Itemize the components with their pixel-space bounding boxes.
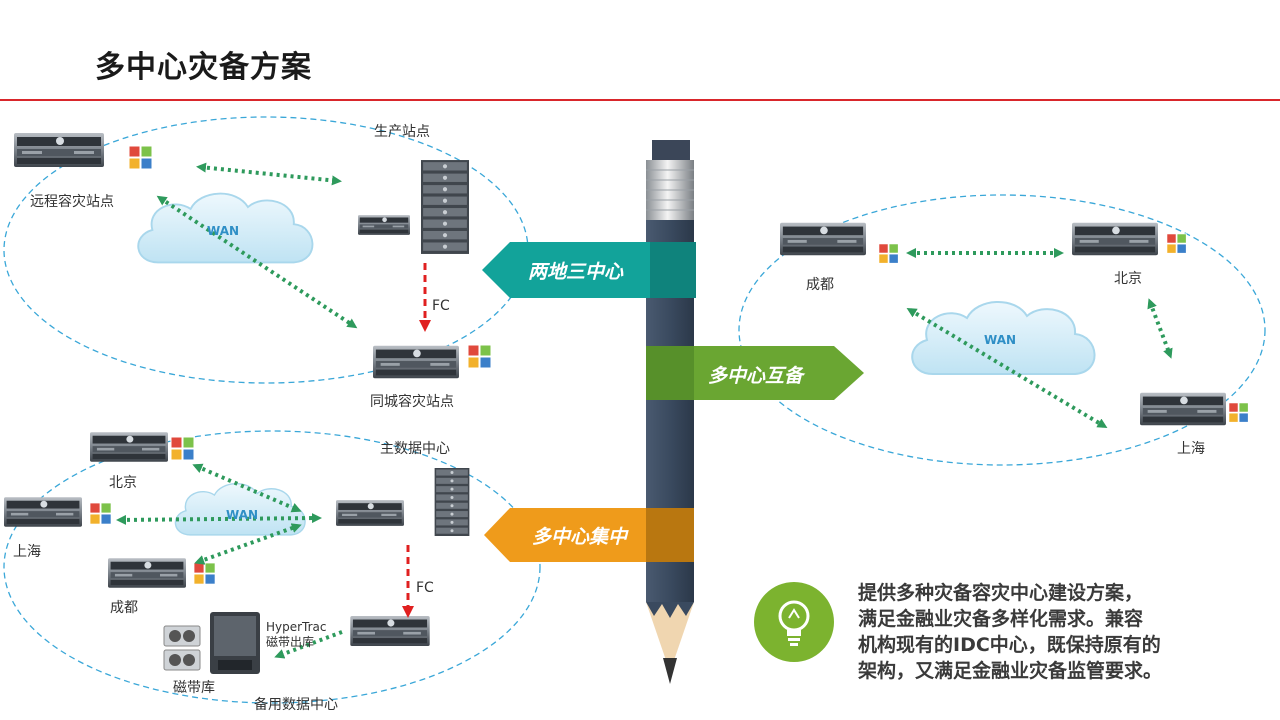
label-beijing-2: 北京 <box>109 475 137 491</box>
label-production-site: 生产站点 <box>374 124 430 140</box>
label-remote-dr-site: 远程容灾站点 <box>30 194 114 210</box>
db-cube-icon <box>467 344 492 369</box>
tape-icon <box>163 625 201 671</box>
link-backup-hypertrac <box>274 630 343 659</box>
label-backup-dc: 备用数据中心 <box>254 697 338 713</box>
server-icon <box>780 222 866 256</box>
server-icon <box>14 133 104 167</box>
db-cube-icon <box>878 243 899 264</box>
note-line: 提供多种灾备容灾中心建设方案， <box>858 582 1144 604</box>
link-beijing-main <box>192 463 302 513</box>
banner-mutual: 多中心互备 <box>708 365 804 387</box>
banner-two-site-shape <box>482 242 650 298</box>
banner-central-shape <box>484 508 694 562</box>
banner-mutual-shape <box>646 346 694 400</box>
link-chengdu-shanghai <box>906 307 1108 429</box>
banner-two-site: 两地三中心 <box>528 261 624 283</box>
note-line: 机构现有的IDC中心，既保持原有的 <box>858 634 1161 656</box>
label-tape-lib: 磁带库 <box>173 680 215 696</box>
tape-library <box>210 612 260 674</box>
lightbulb-icon <box>754 582 834 662</box>
rack-icon <box>421 160 469 254</box>
label-chengdu-3: 成都 <box>806 277 834 293</box>
label-hypertrac: HyperTrac <box>266 620 327 634</box>
banner-mutual-shape <box>646 346 864 400</box>
banner-two-site-shape <box>646 242 696 298</box>
db-cube-icon <box>1228 402 1249 423</box>
server-icon <box>90 432 168 462</box>
server-icon <box>358 215 410 235</box>
label-wan-3: WAN <box>984 333 1017 347</box>
label-chengdu-2: 成都 <box>110 600 138 616</box>
ellipse-mutual <box>738 194 1266 466</box>
ellipse-central <box>3 430 541 704</box>
label-shanghai-2: 上海 <box>13 544 41 560</box>
db-cube-icon <box>193 562 216 585</box>
server-icon <box>4 497 82 527</box>
note-line: 满足金融业灾备多样化需求。兼容 <box>858 608 1144 630</box>
note-line: 架构，又满足金融业灾备监管要求。 <box>858 660 1163 682</box>
server-icon <box>336 500 404 526</box>
pencil-icon <box>646 140 694 684</box>
description-note: 提供多种灾备容灾中心建设方案， 满足金融业灾备多样化需求。兼容 机构现有的IDC… <box>858 580 1218 684</box>
banner-central: 多中心集中 <box>532 526 628 548</box>
server-icon <box>373 345 459 379</box>
page-title: 多中心灾备方案 <box>95 50 312 85</box>
banner-central-shape <box>646 508 694 562</box>
label-main-dc: 主数据中心 <box>380 441 450 457</box>
title-divider <box>0 99 1280 101</box>
label-tape-out: 磁带出库 <box>266 635 315 649</box>
label-local-dr-site: 同城容灾站点 <box>370 394 454 410</box>
db-cube-icon <box>170 436 195 461</box>
db-cube-icon <box>89 502 112 525</box>
label-shanghai-3: 上海 <box>1177 441 1205 457</box>
label-wan-2: WAN <box>226 508 259 522</box>
label-fc-1: FC <box>432 298 450 314</box>
wan-link-remote-prod <box>196 162 342 186</box>
link-beijing-shanghai <box>1147 298 1173 359</box>
server-icon <box>1140 392 1226 426</box>
label-fc-2: FC <box>416 580 434 596</box>
server-icon <box>350 616 430 646</box>
server-icon <box>1072 222 1158 256</box>
server-icon <box>108 558 186 588</box>
label-wan-1: WAN <box>207 224 240 238</box>
db-cube-icon <box>128 145 153 170</box>
rack-icon <box>434 468 470 536</box>
db-cube-icon <box>1166 233 1187 254</box>
link-shanghai-main <box>116 513 322 525</box>
label-beijing-3: 北京 <box>1114 271 1142 287</box>
